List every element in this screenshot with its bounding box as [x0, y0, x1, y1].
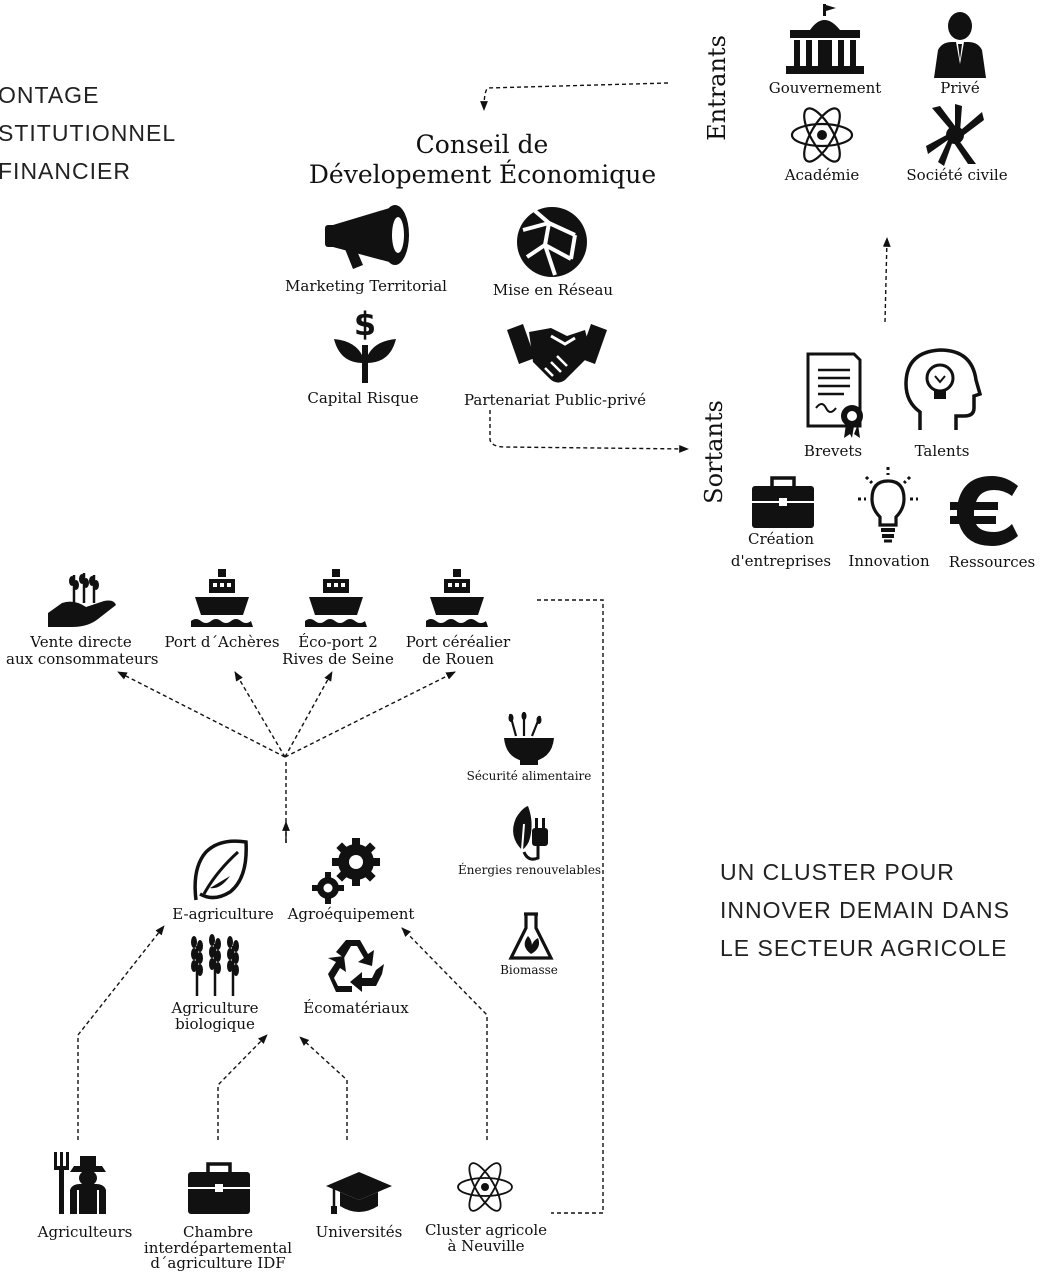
handshake-icon [507, 324, 607, 383]
eagri-label: E-agriculture [172, 905, 274, 923]
left-caption-line-3: FINANCIER [0, 158, 131, 184]
brevets-label: Brevets [803, 442, 863, 460]
ship-icon [305, 569, 367, 627]
societe-label: Société civile [906, 166, 1008, 184]
chambre-label-1: Chambre [183, 1223, 253, 1241]
arrow-agriculteurs [77, 925, 165, 1140]
securite-label: Sécurité alimentaire [466, 769, 592, 783]
conseil-title-line-1: Conseil de [415, 130, 549, 159]
arrow-to-ecoport [284, 671, 333, 758]
atom-icon [457, 1162, 513, 1212]
chambre-label-3: d´agriculture IDF [150, 1254, 286, 1272]
prive-label: Privé [940, 79, 980, 97]
right-caption-line-2: INNOVER DEMAIN DANS [720, 897, 1010, 923]
flask-leaf-icon [508, 912, 554, 960]
arrow-neuville [401, 927, 488, 1140]
salad-bowl-icon [504, 712, 554, 765]
euro-icon [950, 476, 1018, 546]
briefcase-icon [752, 476, 814, 528]
agroequip-label: Agroéquipement [287, 905, 415, 923]
farmer-icon [54, 1152, 106, 1214]
bio-label-1: Agriculture [171, 999, 259, 1017]
marketing-label: Marketing Territorial [285, 277, 447, 295]
partenariat-label: Partenariat Public-privé [463, 391, 647, 409]
arrow-conseil-sortants [489, 410, 689, 453]
gouvernement-building-icon [786, 4, 864, 74]
conseil-title-line-2: Dévelopement Économique [308, 160, 657, 189]
creation-label-2: d'entreprises [730, 552, 832, 570]
vente-label-1: Vente directe [30, 633, 132, 651]
biomasse-label: Biomasse [500, 963, 558, 977]
acheres-label: Port d´Achères [164, 633, 280, 651]
vente-label-2: aux consommateurs [6, 650, 159, 668]
neuville-label-1: Cluster agricole [424, 1221, 548, 1239]
megaphone-icon [325, 205, 409, 269]
hand-wheat-icon [48, 573, 116, 627]
left-caption-line-1: ONTAGE [0, 82, 100, 108]
entrants-label: Entrants [703, 35, 731, 141]
arrow-sortants-entrants [882, 237, 891, 323]
dollar-plant-icon: $ [334, 305, 396, 383]
academie-label: Académie [784, 166, 860, 184]
lightbulb-icon [858, 467, 918, 543]
leaf-plug-icon [513, 806, 548, 861]
arrow-to-acheres [234, 671, 286, 758]
capital-label: Capital Risque [307, 389, 419, 407]
talents-label: Talents [914, 442, 970, 460]
bio-label-2: biologique [175, 1015, 255, 1033]
talents-head-bulb-icon [904, 348, 983, 430]
gears-icon [312, 838, 380, 904]
innovation-label: Innovation [848, 552, 930, 570]
ship-icon [191, 569, 253, 627]
leaf-icon [193, 839, 248, 901]
ecoport-label-1: Éco-port 2 [298, 633, 378, 651]
svg-text:$: $ [354, 305, 376, 343]
neuville-label-2: à Neuville [447, 1237, 525, 1255]
rouen-label-1: Port céréalier [405, 633, 511, 651]
prive-businessman-icon [934, 12, 986, 78]
recycle-icon [328, 940, 384, 992]
ecomat-label: Écomatériaux [303, 999, 409, 1017]
arrow-to-rouen [284, 671, 456, 758]
sortants-label: Sortants [700, 400, 728, 504]
gouvernement-label: Gouvernement [768, 79, 882, 97]
energies-label: Énergies renouvelables [458, 863, 602, 877]
right-caption-line-1: UN CLUSTER POUR [720, 859, 955, 885]
universites-label: Universités [315, 1223, 403, 1241]
academie-atom-icon [790, 107, 854, 163]
chambre-label-2: interdépartemental [143, 1239, 293, 1257]
rouen-label-2: de Rouen [422, 650, 494, 668]
right-caption-line-3: LE SECTEUR AGRICOLE [720, 935, 1008, 961]
globe-network-icon [517, 207, 587, 277]
briefcase-icon [188, 1162, 250, 1214]
wheat-icon [191, 934, 239, 996]
arrow-universites [299, 1036, 348, 1140]
graduation-cap-icon [326, 1172, 392, 1214]
brevets-certificate-icon [806, 352, 863, 438]
bracket-line [537, 599, 604, 1214]
ecoport-label-2: Rives de Seine [282, 650, 394, 668]
ship-icon [426, 569, 488, 627]
arrow-to-vente [117, 671, 286, 758]
societe-hands-icon [926, 104, 984, 166]
agriculteurs-label: Agriculteurs [37, 1223, 133, 1241]
left-caption-line-2: STITUTIONNEL [0, 120, 177, 146]
creation-label-1: Création [748, 530, 814, 548]
arrow-entrants-conseil [480, 82, 669, 111]
reseau-label: Mise en Réseau [492, 281, 614, 299]
ressources-label: Ressources [948, 553, 1036, 571]
arrow-chambre [217, 1034, 268, 1140]
